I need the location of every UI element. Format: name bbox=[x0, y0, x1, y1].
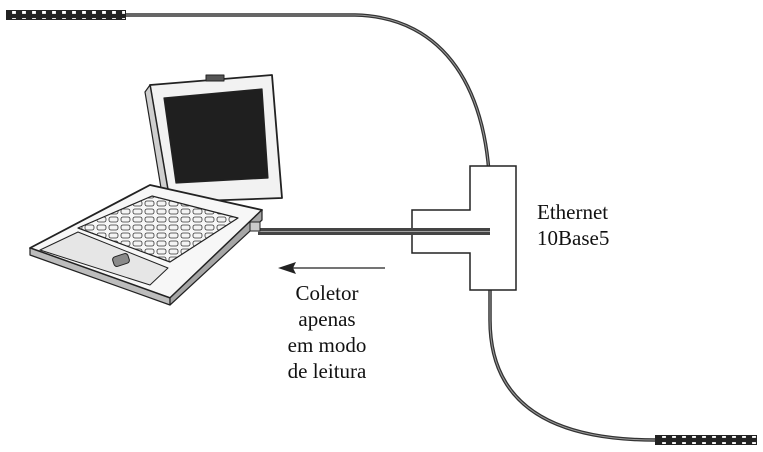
laptop-icon bbox=[29, 74, 283, 306]
laptop-screen bbox=[163, 88, 269, 184]
cable-terminator-top-icon bbox=[6, 10, 126, 20]
cable-terminator-bottom-icon bbox=[655, 435, 757, 445]
collector-label-line-3: em modo bbox=[287, 333, 367, 357]
arrow-left-icon bbox=[278, 262, 385, 274]
laptop-hinge-icon bbox=[205, 74, 225, 82]
laptop-keyboard bbox=[77, 195, 239, 263]
collector-label-line-2: apenas bbox=[298, 307, 356, 331]
trackball-icon bbox=[112, 253, 130, 267]
collector-label: Coletor apenas em modo de leitura bbox=[272, 280, 382, 384]
collector-label-line-1: Coletor bbox=[295, 281, 359, 305]
drop-cable bbox=[258, 228, 490, 235]
collector-label-line-4: de leitura bbox=[287, 359, 367, 383]
network-standard-label: 10Base5 bbox=[537, 226, 610, 250]
network-label: Ethernet 10Base5 bbox=[537, 199, 609, 251]
network-type-label: Ethernet bbox=[537, 200, 609, 224]
